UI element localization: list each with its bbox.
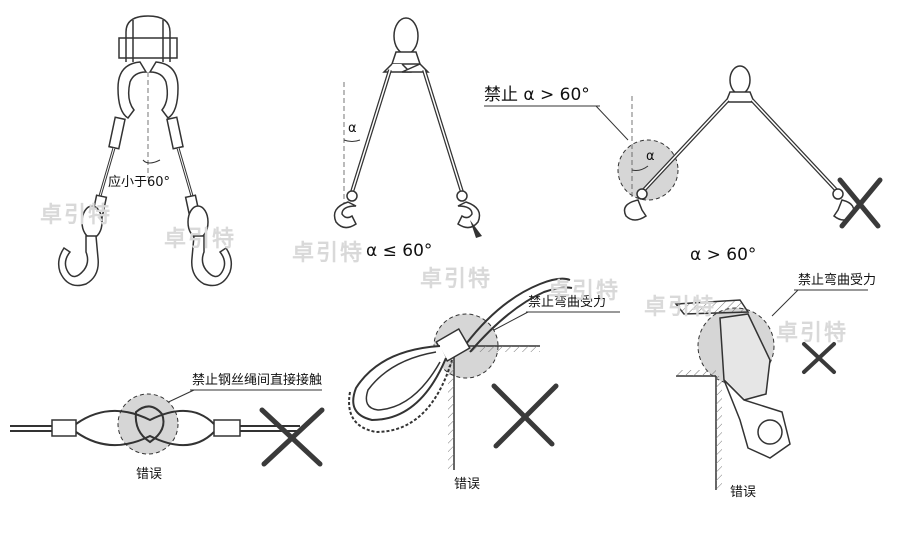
panel-angle-ok: α α ≤ 60° [333,17,482,261]
alpha-label: α [348,121,357,136]
panel-angle-forbidden: 禁止 α > 60° α α > 60° [484,65,883,265]
cross-mark-icon [259,407,325,467]
angle-limit-label: 应小于60° [108,174,170,190]
error-caption: 错误 [136,467,162,482]
bend-load-warning: 禁止弯曲受力 [528,294,606,310]
shackle-icon [724,65,756,103]
watermark: 卓引特 [420,266,492,292]
watermark: 卓引特 [292,240,364,266]
angle-forbidden-warning: 禁止 α > 60° [484,85,590,105]
watermark: 卓引特 [40,202,112,228]
hook-icon [191,235,233,287]
cross-mark-icon [802,342,836,374]
watermark: 卓引特 [164,226,236,252]
hook-icon [623,188,648,221]
panel-rope-contact: 禁止钢丝绳间直接接触 错误 [10,372,325,482]
error-caption: 错误 [730,485,756,500]
alpha-label: α [646,149,655,164]
shackle-icon [390,17,422,65]
hook-icon [832,188,855,221]
watermark: 卓引特 [776,320,848,346]
angle-ok-caption: α ≤ 60° [366,241,432,261]
watermark: 卓引特 [548,278,620,304]
highlight-circle [617,139,679,201]
highlight-circle [117,393,179,455]
cross-mark-icon [491,383,559,449]
shackle-icon [118,15,178,62]
hook-icon [57,235,99,287]
error-caption: 错误 [454,477,480,492]
hook-icon [456,190,481,229]
panel-bent-thimble: 禁止弯曲受力 错误 [348,277,620,492]
panel-two-leg-sling: 应小于60° [57,15,233,287]
hook-icon [333,190,358,229]
cross-mark-icon [837,177,883,229]
panel-bent-socket: 禁止弯曲受力 错误 [674,272,876,500]
angle-forbidden-caption: α > 60° [690,245,756,265]
bend-load-warning-2: 禁止弯曲受力 [798,272,876,288]
watermark: 卓引特 [644,294,716,320]
rope-contact-warning: 禁止钢丝绳间直接接触 [192,372,322,388]
